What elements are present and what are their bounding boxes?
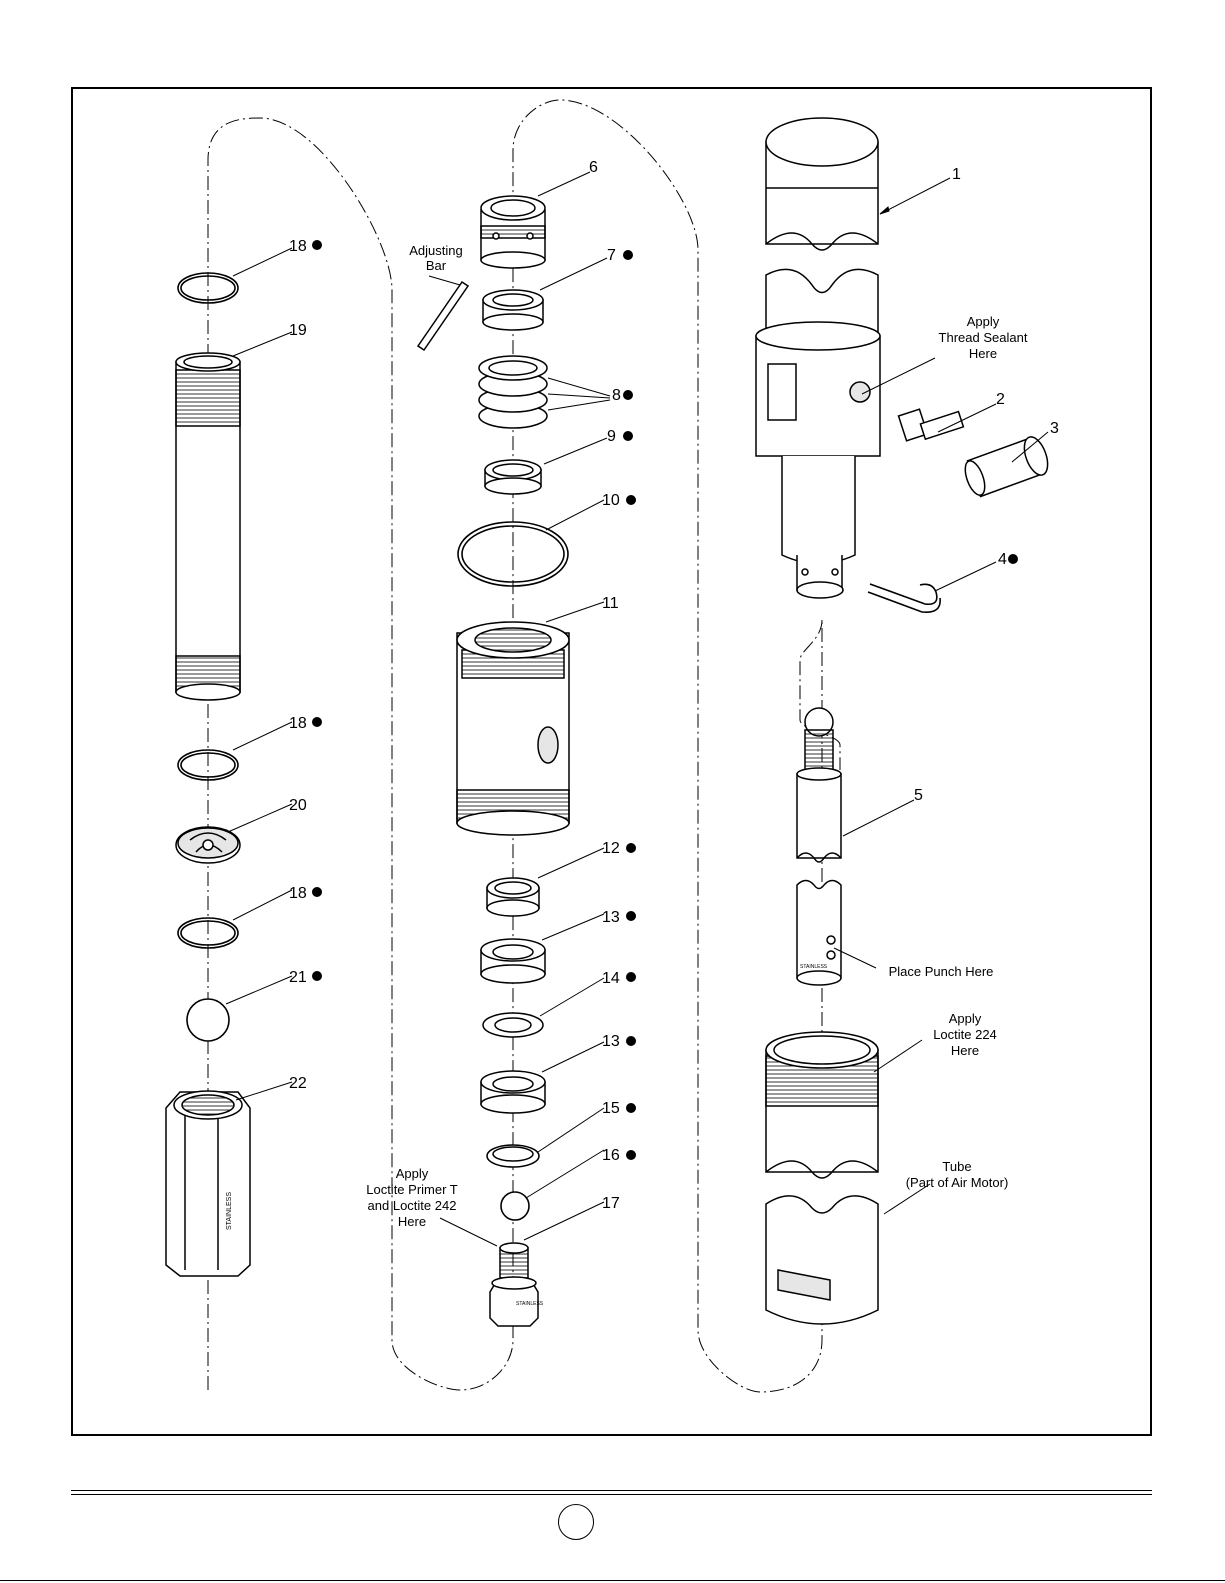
tube-air-motor: [766, 1196, 878, 1324]
stainless-marking-inlet: STAINLESS: [516, 1301, 544, 1307]
svg-text:Apply: Apply: [949, 1011, 982, 1026]
part-10-oring-large: [458, 522, 568, 586]
part-15-washer: [487, 1145, 539, 1167]
callout-18-top: 18: [289, 238, 307, 255]
part-2-connector: [899, 409, 964, 441]
note-adjusting-bar: Adjusting Bar: [409, 243, 462, 273]
kit-bullets: [312, 240, 1018, 1160]
leader-lines: [226, 172, 1048, 1246]
callout-6: 6: [589, 159, 598, 176]
callout-7: 7: [607, 247, 616, 264]
part-4-cotter-pin: [868, 584, 940, 612]
part-13-packing-lower: [481, 1071, 545, 1113]
note-loctite-224: Apply Loctite 224 Here: [933, 1011, 997, 1058]
bottom-edge-rule: [0, 1580, 1225, 1581]
callout-4: 4: [998, 551, 1007, 568]
callout-18-low: 18: [289, 885, 307, 902]
part-11-pump-cylinder: [457, 622, 569, 835]
callout-20: 20: [289, 797, 307, 814]
svg-text:Apply: Apply: [967, 314, 1000, 329]
callout-5: 5: [914, 787, 923, 804]
svg-text:Place Punch Here: Place Punch Here: [889, 964, 994, 979]
svg-text:Adjusting: Adjusting: [409, 243, 462, 258]
part-5-connecting-rod: [797, 708, 841, 862]
callout-16: 16: [602, 1147, 620, 1164]
part-6-packing-nut: [481, 196, 545, 268]
part-16-ball: [501, 1192, 529, 1220]
callout-18-mid: 18: [289, 715, 307, 732]
part-17-inlet-fitting: STAINLESS: [490, 1243, 544, 1326]
callout-10: 10: [602, 492, 620, 509]
svg-text:and Loctite 242: and Loctite 242: [368, 1198, 457, 1213]
svg-text:Loctite 224: Loctite 224: [933, 1027, 997, 1042]
stainless-marking-rod: STAINLESS: [800, 964, 828, 970]
callout-22: 22: [289, 1075, 307, 1092]
callout-2: 2: [996, 391, 1005, 408]
stainless-marking-hex: STAINLESS: [226, 1192, 233, 1230]
callout-8: 8: [612, 387, 621, 404]
note-tube: Tube (Part of Air Motor): [906, 1159, 1009, 1190]
adjusting-bar: [418, 282, 468, 350]
callout-17: 17: [602, 1195, 620, 1212]
part-7-gland: [483, 290, 543, 330]
callout-1: 1: [952, 166, 961, 183]
svg-text:Apply: Apply: [396, 1166, 429, 1181]
callout-15: 15: [602, 1100, 620, 1117]
callout-11: 11: [602, 595, 619, 612]
part-9-female-adapter: [485, 460, 541, 494]
svg-text:Here: Here: [969, 346, 997, 361]
part-1-guard: [766, 118, 878, 250]
part-19-pipe-nipple: [176, 353, 240, 700]
svg-text:Here: Here: [951, 1043, 979, 1058]
svg-text:Here: Here: [398, 1214, 426, 1229]
callout-12: 12: [602, 840, 620, 857]
callout-21: 21: [289, 969, 307, 986]
page-number-circle: [558, 1504, 594, 1540]
callout-19: 19: [289, 322, 307, 339]
svg-text:Tube: Tube: [942, 1159, 971, 1174]
svg-text:Thread Sealant: Thread Sealant: [939, 330, 1028, 345]
lower-cylinder-sleeve: [766, 1032, 878, 1178]
footer-rule-bottom: [71, 1494, 1152, 1495]
part-3-coupler: [961, 434, 1052, 498]
callout-numbers: 1 2 3 4 5 6 7 8 9 10 11 12 13 14 13 15 1…: [289, 159, 1059, 1212]
callout-13-lower: 13: [602, 1033, 620, 1050]
callout-9: 9: [607, 428, 616, 445]
footer-rule-top: [71, 1490, 1152, 1491]
note-thread-sealant: Apply Thread Sealant Here: [939, 314, 1028, 361]
svg-text:Loctite Primer T: Loctite Primer T: [366, 1182, 458, 1197]
note-place-punch: Place Punch Here: [889, 964, 994, 979]
callout-14: 14: [602, 970, 620, 987]
svg-text:(Part of Air Motor): (Part of Air Motor): [906, 1175, 1009, 1190]
air-motor-adapter: [756, 269, 880, 598]
part-20-ball-stop: [176, 827, 240, 863]
callout-13-upper: 13: [602, 909, 620, 926]
part-13-packing-upper: [481, 939, 545, 983]
callout-3: 3: [1050, 420, 1059, 437]
part-8-v-packings: [479, 356, 547, 428]
part-14-gland-lower: [483, 1013, 543, 1037]
svg-text:Bar: Bar: [426, 258, 447, 273]
part-12-spacer: [487, 878, 539, 916]
rod-lower-section: STAINLESS: [797, 881, 841, 986]
part-22-hex-coupling: STAINLESS: [166, 1091, 250, 1276]
part-21-ball: [187, 999, 229, 1041]
